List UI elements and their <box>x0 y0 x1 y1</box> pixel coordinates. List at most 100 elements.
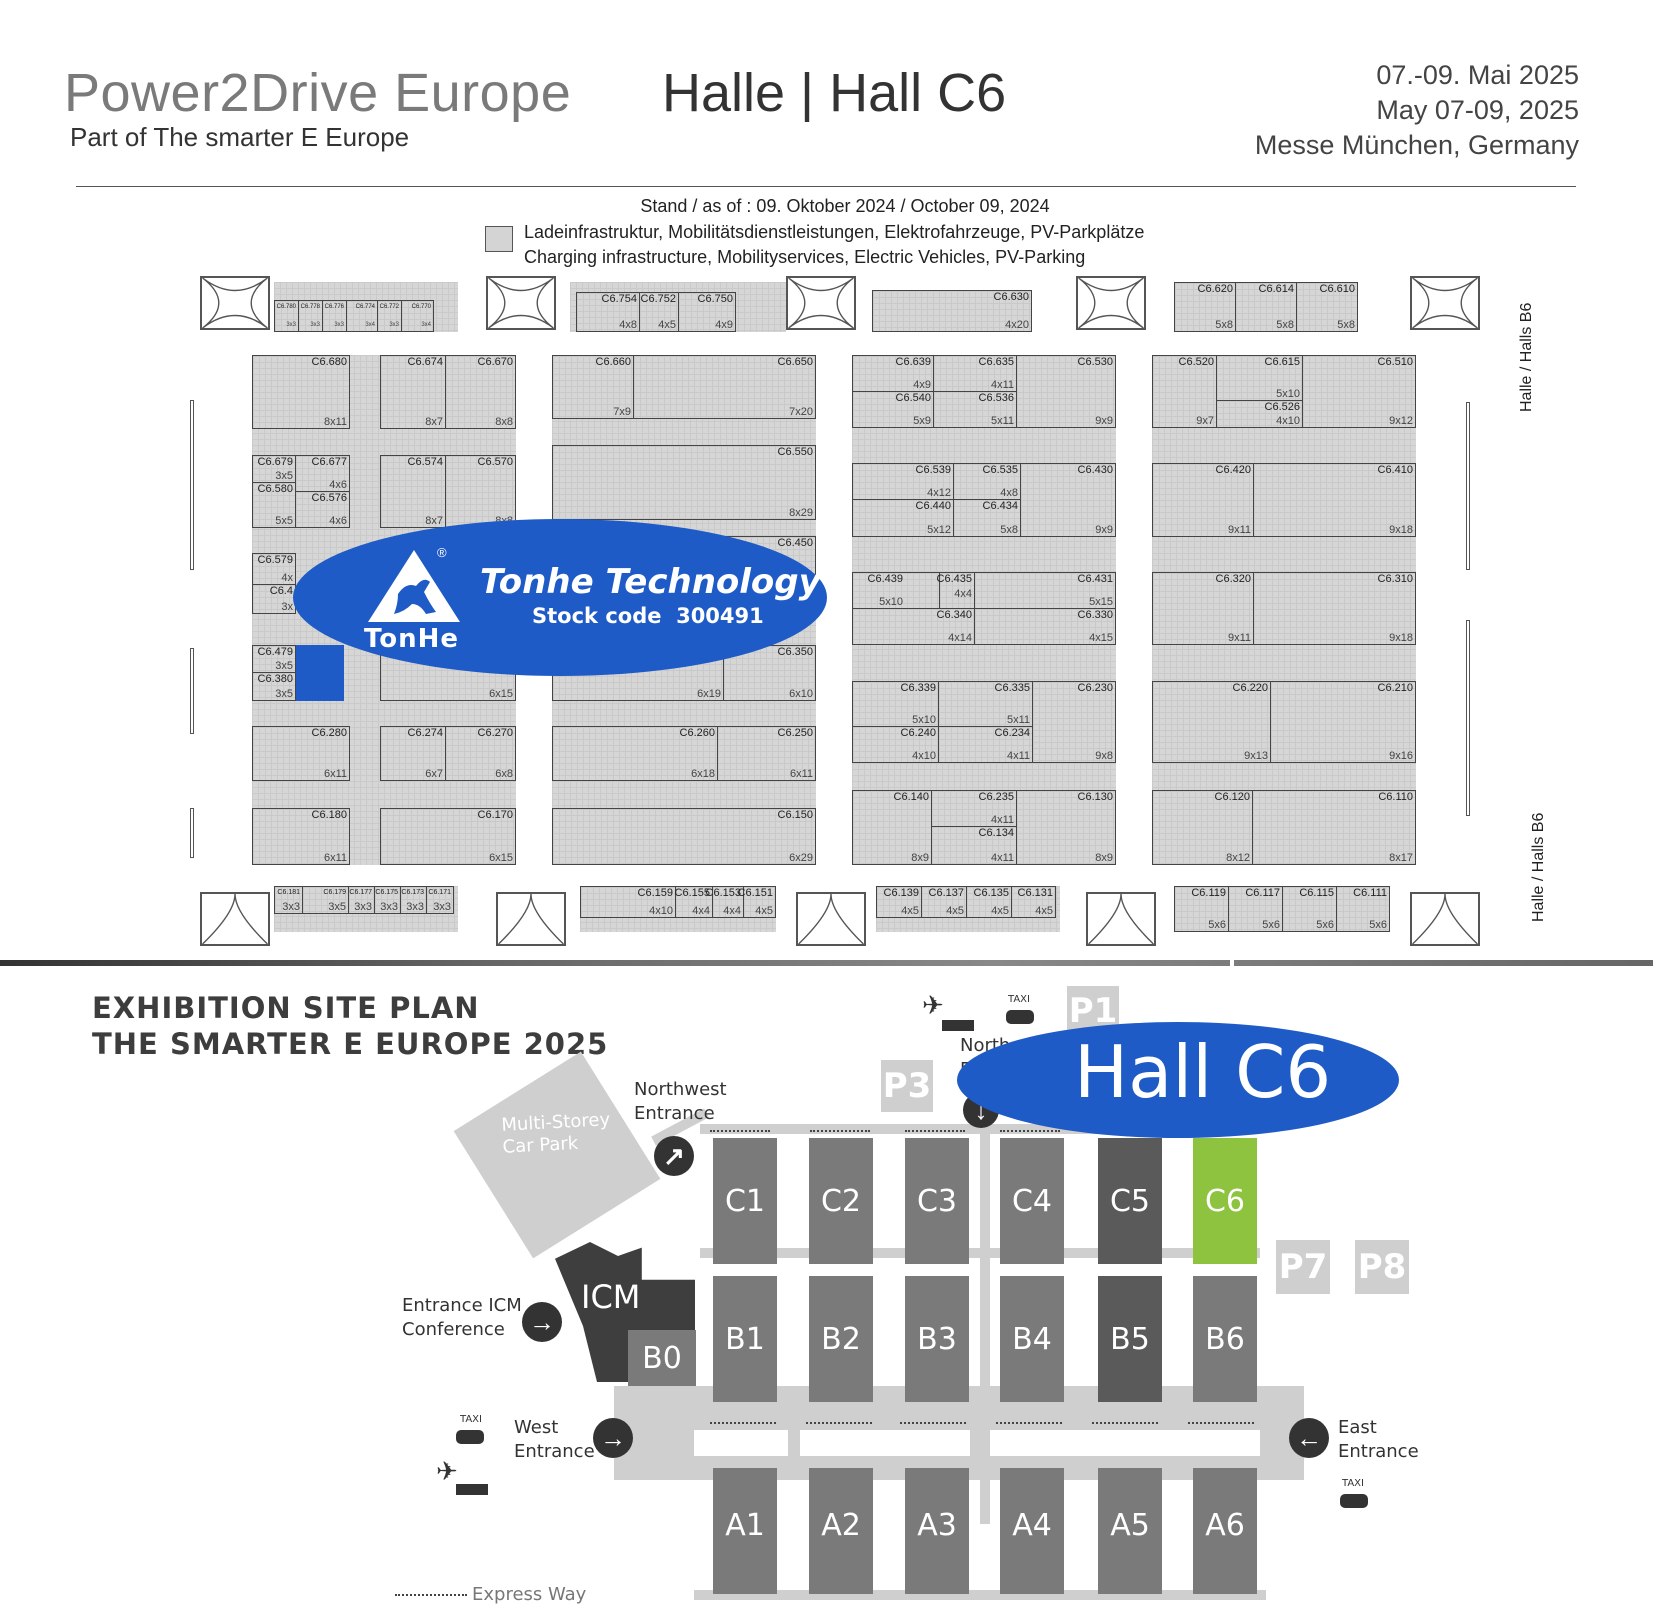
hall-a5[interactable]: A5 <box>1098 1468 1162 1594</box>
booth[interactable]: C6.5708x8 <box>445 455 516 528</box>
hall-b1[interactable]: B1 <box>713 1276 777 1402</box>
hall-c1[interactable]: C1 <box>713 1138 777 1264</box>
parking-p3[interactable]: P3 <box>881 1060 933 1112</box>
hall-c6-highlighted[interactable]: C6 <box>1193 1138 1257 1264</box>
hall-b4[interactable]: B4 <box>1000 1276 1064 1402</box>
hall-c4[interactable]: C4 <box>1000 1138 1064 1264</box>
hall-c5[interactable]: C5 <box>1098 1138 1162 1264</box>
hall-c3[interactable]: C3 <box>905 1138 969 1264</box>
hall-b0[interactable]: B0 <box>628 1330 696 1386</box>
hall-a3[interactable]: A3 <box>905 1468 969 1594</box>
northwest-entrance-arrow-icon[interactable]: ↗ <box>654 1136 694 1176</box>
hall-b2[interactable]: B2 <box>809 1276 873 1402</box>
tonhe-booth-highlight[interactable] <box>296 645 344 701</box>
hall-c2[interactable]: C2 <box>809 1138 873 1264</box>
parking-p8[interactable]: P8 <box>1355 1240 1409 1294</box>
icm-entrance-arrow-icon[interactable]: → <box>522 1302 562 1342</box>
east-entrance-arrow-icon[interactable]: ← <box>1289 1418 1329 1458</box>
hall-a1[interactable]: A1 <box>713 1468 777 1594</box>
hall-a6[interactable]: A6 <box>1193 1468 1257 1594</box>
parking-p7[interactable]: P7 <box>1276 1240 1330 1294</box>
hall-a4[interactable]: A4 <box>1000 1468 1064 1594</box>
hall-a2[interactable]: A2 <box>809 1468 873 1594</box>
west-entrance-arrow-icon[interactable]: → <box>593 1418 633 1458</box>
hall-b3[interactable]: B3 <box>905 1276 969 1402</box>
